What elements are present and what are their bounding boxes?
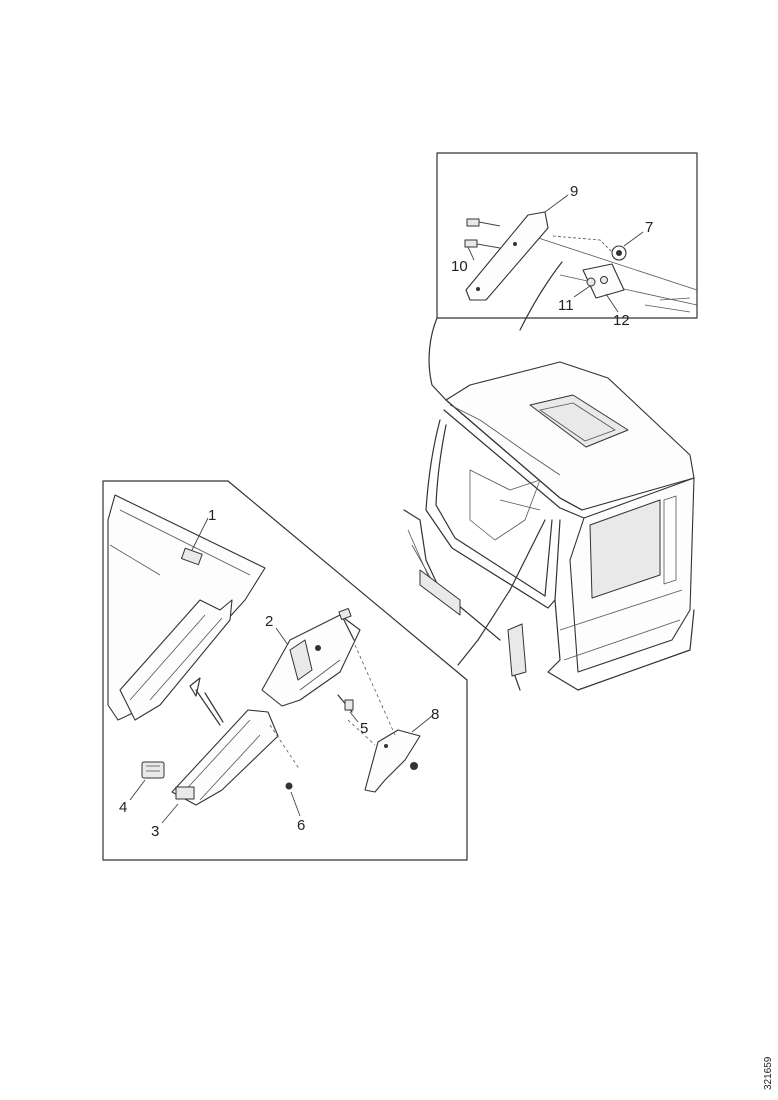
callout-12: 12	[613, 312, 630, 329]
clip-4	[141, 761, 165, 779]
callout-1: 1	[208, 507, 216, 524]
bracket-3	[171, 709, 279, 806]
nut-6	[285, 782, 293, 790]
callout-8: 8	[431, 706, 439, 723]
callout-7: 7	[645, 219, 653, 236]
callout-3: 3	[151, 823, 159, 840]
bolt-10	[464, 218, 501, 249]
bracket-2	[261, 614, 361, 707]
document-code: 321659	[763, 1056, 774, 1090]
callout-2: 2	[265, 613, 273, 630]
bracket-9	[465, 211, 549, 301]
callout-4: 4	[119, 799, 127, 816]
callout-10: 10	[451, 258, 468, 275]
nut-11	[586, 277, 596, 287]
lower-detail-inset	[102, 480, 468, 861]
callout-11: 11	[558, 297, 574, 314]
callout-labels: 1 2 3 4 5 6 7 8 9 10 11 12	[119, 183, 653, 840]
callout-5: 5	[360, 720, 368, 737]
upper-detail-inset	[428, 152, 698, 401]
callout-6: 6	[297, 817, 305, 834]
callout-9: 9	[570, 183, 578, 200]
truck-cab	[403, 361, 695, 691]
bracket-8	[364, 729, 421, 793]
